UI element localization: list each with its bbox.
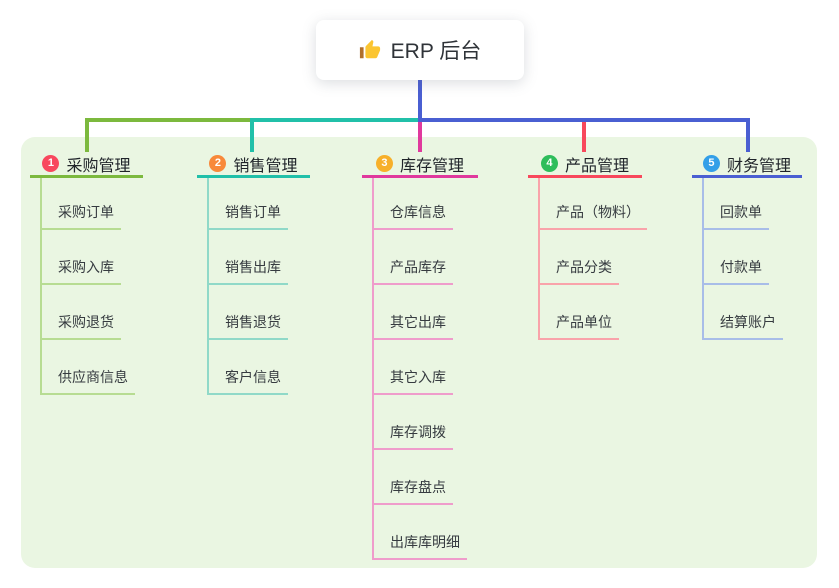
child-topic[interactable]: 仓库信息	[374, 178, 453, 230]
child-topic[interactable]: 销售退货	[209, 285, 288, 340]
connector-branch-2	[250, 80, 422, 152]
child-topic-label: 销售退货	[225, 314, 281, 330]
child-topic-label: 销售出库	[225, 259, 281, 275]
child-topic[interactable]: 结算账户	[704, 285, 783, 340]
branch-label: 销售管理	[233, 157, 298, 175]
branch-5[interactable]: 5 财务管理 回款单 付款单 结算账户	[692, 152, 802, 340]
branch-label: 库存管理	[399, 157, 464, 175]
child-topic[interactable]: 产品单位	[540, 285, 619, 340]
child-topic[interactable]: 回款单	[704, 178, 769, 230]
child-topic-label: 采购订单	[58, 204, 114, 220]
child-topic-label: 出库库明细	[390, 534, 460, 550]
child-topic-label: 产品单位	[556, 314, 612, 330]
child-topic[interactable]: 库存盘点	[374, 450, 453, 505]
branch-header[interactable]: 3 库存管理	[362, 152, 478, 178]
branch-3[interactable]: 3 库存管理 仓库信息 产品库存 其它出库 其它入库 库存调拨 库存盘点 出库库…	[362, 152, 478, 560]
child-topic-label: 仓库信息	[390, 204, 446, 220]
child-topic[interactable]: 出库库明细	[374, 505, 467, 560]
branch-children: 采购订单 采购入库 采购退货 供应商信息	[40, 178, 143, 395]
branch-1[interactable]: 1 采购管理 采购订单 采购入库 采购退货 供应商信息	[30, 152, 143, 395]
connector-branch-5	[418, 80, 750, 152]
child-topic[interactable]: 销售出库	[209, 230, 288, 285]
branch-label: 财务管理	[726, 157, 791, 175]
connector-branch-4	[418, 80, 586, 152]
child-topic-label: 采购入库	[58, 259, 114, 275]
child-topic[interactable]: 采购入库	[42, 230, 121, 285]
child-topic-label: 供应商信息	[58, 369, 128, 385]
child-topic-label: 库存调拨	[390, 424, 446, 440]
child-topic[interactable]: 其它入库	[374, 340, 453, 395]
thumbs-up-icon	[359, 39, 380, 59]
branch-number-badge: 1	[42, 155, 60, 172]
branch-children: 仓库信息 产品库存 其它出库 其它入库 库存调拨 库存盘点 出库库明细	[372, 178, 478, 560]
child-topic[interactable]: 付款单	[704, 230, 769, 285]
branch-label: 采购管理	[66, 157, 131, 175]
child-topic[interactable]: 销售订单	[209, 178, 288, 230]
branch-children: 回款单 付款单 结算账户	[702, 178, 802, 340]
branch-header[interactable]: 5 财务管理	[692, 152, 802, 178]
branch-header[interactable]: 4 产品管理	[528, 152, 642, 178]
branch-4[interactable]: 4 产品管理 产品（物料） 产品分类 产品单位	[528, 152, 647, 340]
child-topic[interactable]: 产品分类	[540, 230, 619, 285]
branch-children: 销售订单 销售出库 销售退货 客户信息	[207, 178, 310, 395]
child-topic-label: 其它入库	[390, 369, 446, 385]
child-topic-label: 产品库存	[390, 259, 446, 275]
branch-number-badge: 3	[375, 155, 393, 172]
child-topic[interactable]: 客户信息	[209, 340, 288, 395]
child-topic[interactable]: 供应商信息	[42, 340, 135, 395]
branch-2[interactable]: 2 销售管理 销售订单 销售出库 销售退货 客户信息	[197, 152, 310, 395]
child-topic[interactable]: 采购订单	[42, 178, 121, 230]
root-topic-label: ERP 后台	[390, 40, 482, 63]
child-topic-label: 付款单	[720, 259, 762, 275]
branch-number-badge: 2	[209, 155, 227, 172]
child-topic-label: 回款单	[720, 204, 762, 220]
child-topic-label: 产品（物料）	[556, 204, 640, 220]
branch-number-badge: 4	[540, 155, 558, 172]
mindmap-panel	[21, 137, 817, 568]
child-topic[interactable]: 其它出库	[374, 285, 453, 340]
child-topic[interactable]: 产品（物料）	[540, 178, 647, 230]
branch-children: 产品（物料） 产品分类 产品单位	[538, 178, 647, 340]
root-topic[interactable]: ERP 后台	[316, 20, 524, 80]
branch-header[interactable]: 2 销售管理	[197, 152, 310, 178]
child-topic-label: 库存盘点	[390, 479, 446, 495]
child-topic[interactable]: 产品库存	[374, 230, 453, 285]
child-topic-label: 结算账户	[720, 314, 776, 330]
child-topic[interactable]: 库存调拨	[374, 395, 453, 450]
branch-header[interactable]: 1 采购管理	[30, 152, 143, 178]
child-topic-label: 采购退货	[58, 314, 114, 330]
child-topic-label: 产品分类	[556, 259, 612, 275]
child-topic-label: 销售订单	[225, 204, 281, 220]
branch-number-badge: 5	[702, 155, 720, 172]
child-topic-label: 客户信息	[225, 369, 281, 385]
child-topic[interactable]: 采购退货	[42, 285, 121, 340]
branch-label: 产品管理	[564, 157, 629, 175]
child-topic-label: 其它出库	[390, 314, 446, 330]
